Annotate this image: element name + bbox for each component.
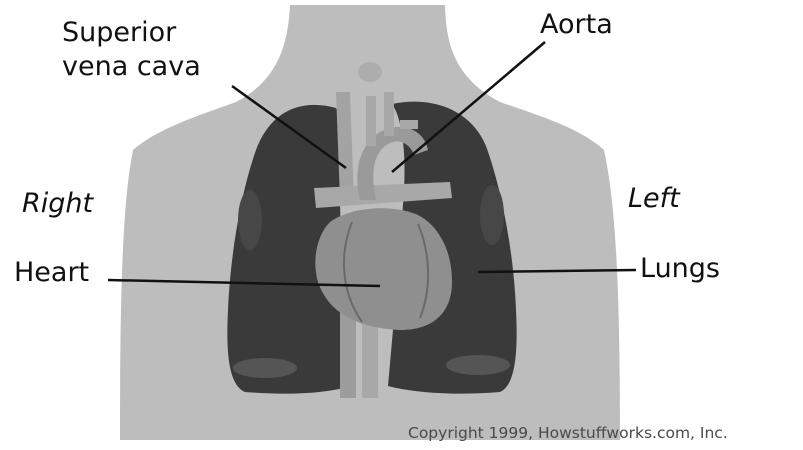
right-side-label: Right: [22, 188, 93, 219]
left-side-label: Left: [628, 183, 680, 214]
neck-shading: [358, 62, 382, 82]
lung-highlight: [233, 358, 297, 378]
superior-vena-cava-label-line2: vena cava: [62, 50, 201, 84]
superior-vena-cava-label: Superior vena cava: [62, 16, 201, 84]
aortic-branch: [400, 120, 418, 129]
aortic-branch: [384, 92, 394, 136]
aorta-label: Aorta: [540, 9, 613, 40]
lung-highlight: [480, 185, 504, 245]
superior-vena-cava-label-line1: Superior: [62, 16, 201, 50]
lung-highlight: [446, 355, 510, 375]
lungs-label: Lungs: [640, 253, 720, 284]
heart-label: Heart: [14, 257, 89, 288]
lung-highlight: [238, 190, 262, 250]
copyright-notice: Copyright 1999, Howstuffworks.com, Inc.: [408, 424, 728, 442]
aortic-branch: [366, 96, 376, 146]
